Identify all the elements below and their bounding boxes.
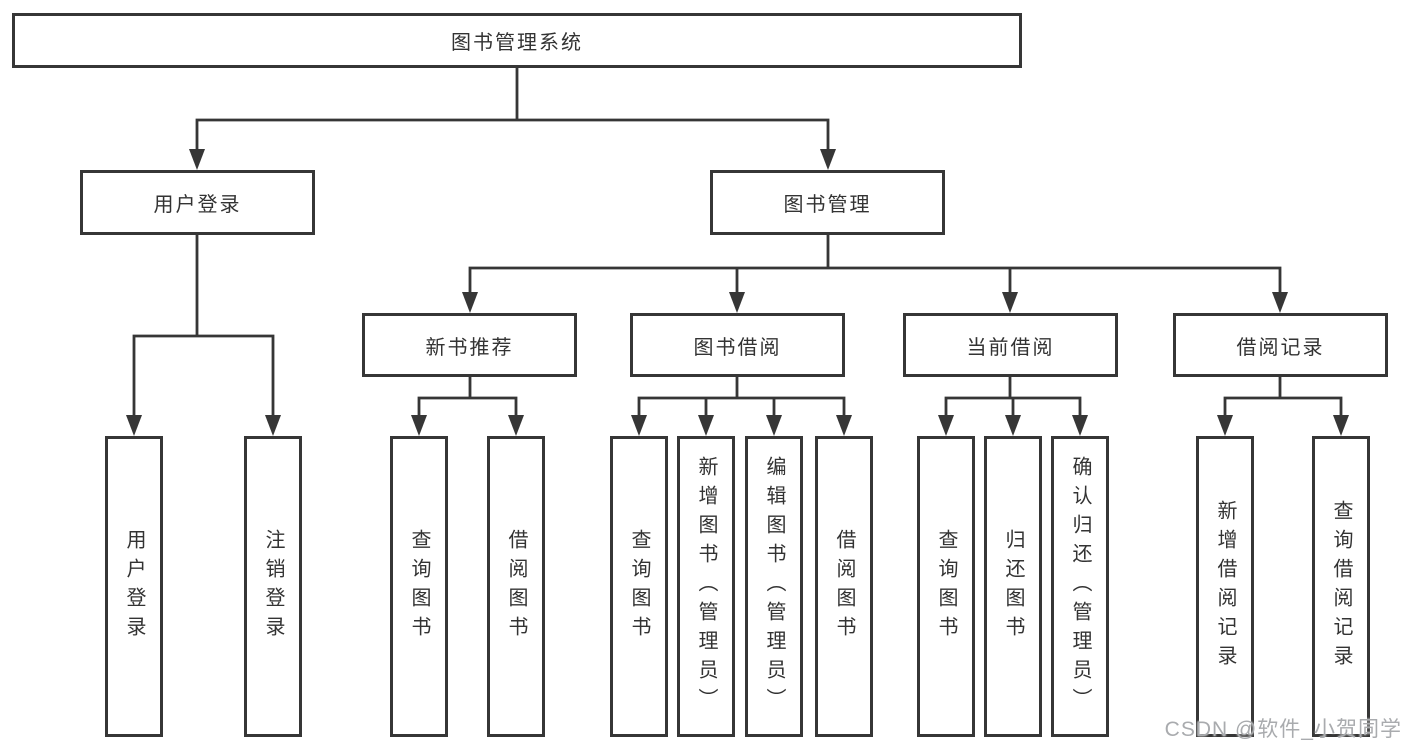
node-label: 图书借阅 — [693, 336, 782, 359]
node-system-root: 图书管理系统 — [12, 13, 1022, 68]
leaf-label: 新增借阅记录 — [1214, 499, 1236, 674]
leaf-borrow-books: 借阅图书 — [487, 436, 545, 737]
node-label: 新书推荐 — [425, 336, 514, 359]
leaf-query-books: 查询图书 — [610, 436, 668, 737]
leaf-edit-book-admin: 编辑图书（管理员） — [745, 436, 803, 737]
node-book-management: 图书管理 — [710, 170, 945, 235]
leaf-add-book-admin: 新增图书（管理员） — [677, 436, 735, 737]
leaf-label: 归还图书 — [1002, 528, 1024, 645]
leaf-add-borrow-record: 新增借阅记录 — [1196, 436, 1254, 737]
leaf-label: 借阅图书 — [833, 528, 855, 645]
leaf-query-books: 查询图书 — [390, 436, 448, 737]
node-label: 当前借阅 — [966, 336, 1055, 359]
arrowheads — [126, 149, 1349, 436]
node-label: 用户登录 — [153, 194, 242, 216]
leaf-label: 查询借阅记录 — [1330, 499, 1352, 674]
node-user-login: 用户登录 — [80, 170, 315, 235]
leaf-label: 用户登录 — [123, 528, 145, 645]
leaf-query-books: 查询图书 — [917, 436, 975, 737]
leaf-label: 查询图书 — [628, 528, 650, 645]
node-borrowing-records: 借阅记录 — [1173, 313, 1388, 377]
leaf-logout: 注销登录 — [244, 436, 302, 737]
leaf-user-login: 用户登录 — [105, 436, 163, 737]
leaf-confirm-return-admin: 确认归还（管理员） — [1051, 436, 1109, 737]
leaf-label: 查询图书 — [408, 528, 430, 645]
leaf-return-books: 归还图书 — [984, 436, 1042, 737]
leaf-query-borrow-record: 查询借阅记录 — [1312, 436, 1370, 737]
leaf-label: 借阅图书 — [505, 528, 527, 645]
leaf-label: 新增图书（管理员） — [695, 456, 717, 717]
node-label: 图书管理系统 — [451, 32, 583, 54]
watermark: CSDN @软件_小贺同学 — [1164, 718, 1402, 741]
leaf-label: 确认归还（管理员） — [1069, 456, 1091, 717]
node-current-borrowing: 当前借阅 — [903, 313, 1118, 377]
leaf-borrow-books: 借阅图书 — [815, 436, 873, 737]
node-label: 借阅记录 — [1236, 336, 1325, 359]
leaf-label: 编辑图书（管理员） — [763, 456, 785, 717]
leaf-label: 查询图书 — [935, 528, 957, 645]
node-new-book-recommend: 新书推荐 — [362, 313, 577, 377]
node-book-borrowing: 图书借阅 — [630, 313, 845, 377]
leaf-label: 注销登录 — [262, 528, 284, 645]
node-label: 图书管理 — [783, 194, 872, 216]
